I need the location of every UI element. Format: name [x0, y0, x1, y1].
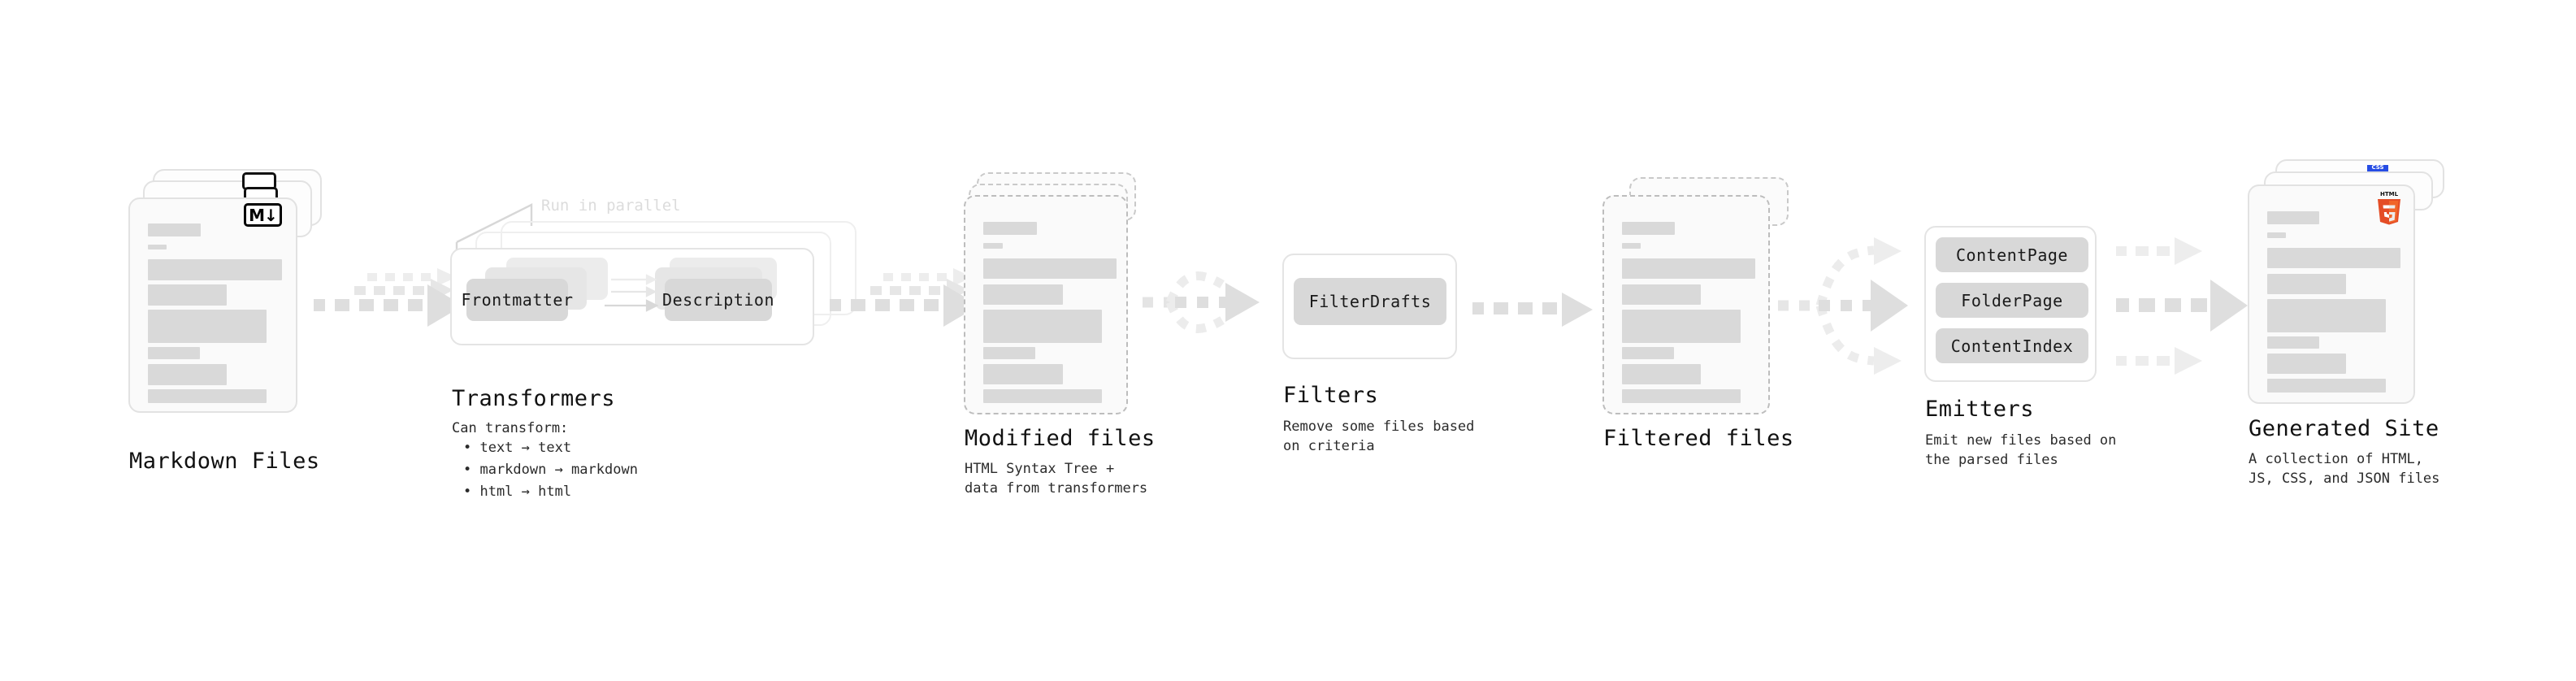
card-bar [2267, 354, 2346, 374]
modified-files-subtitle: HTML Syntax Tree + data from transformer… [965, 461, 1148, 497]
transformers-bullet-2: • html → html [463, 484, 572, 500]
card-bar [148, 223, 201, 236]
markdown-badge-icon: M↓ [244, 203, 282, 227]
emitters-title: Emitters [1925, 397, 2035, 422]
card-bar [983, 284, 1063, 305]
dashed-merge-arrow-icon [1143, 271, 1260, 333]
filtered-file-card [1602, 195, 1770, 414]
card-bar [1622, 222, 1675, 235]
card-bar [148, 245, 167, 249]
card-bar [148, 347, 200, 359]
dashed-arrow-icon [1472, 293, 1593, 327]
card-bar [983, 258, 1117, 279]
card-bar [2267, 379, 2386, 393]
transformer-chip-frontmatter[interactable]: Frontmatter [462, 279, 573, 321]
card-bar [1622, 284, 1701, 305]
css-badge-icon: CSS [2367, 165, 2388, 173]
card-bar [2267, 274, 2346, 294]
emitter-chip-contentindex[interactable]: ContentIndex [1936, 328, 2088, 363]
emitters-subtitle: Emit new files based on the parsed files [1925, 432, 2117, 469]
card-bar [983, 347, 1035, 359]
markdown-file-card [128, 197, 297, 413]
dashed-arrow-icon [830, 268, 979, 327]
card-bar [1622, 347, 1674, 359]
card-bar [148, 364, 227, 385]
modified-file-card [964, 195, 1128, 414]
card-bar [2267, 211, 2319, 224]
filtered-files-title: Filtered files [1603, 426, 1794, 451]
emitter-chip-contentpage[interactable]: ContentPage [1936, 237, 2088, 272]
card-bar [148, 259, 282, 280]
card-bar [148, 284, 227, 306]
card-bar [2267, 232, 2286, 238]
transformers-subtitle: Can transform: [452, 420, 569, 436]
filters-title: Filters [1283, 383, 1379, 408]
card-bar [983, 364, 1063, 384]
card-bar [1622, 258, 1755, 279]
card-bar [2267, 248, 2400, 268]
dashed-merge-arrow-icon [2116, 237, 2248, 375]
emitter-chip-folderpage[interactable]: FolderPage [1936, 283, 2088, 318]
svg-text:HTML: HTML [2380, 191, 2399, 197]
filter-chip-filterdrafts[interactable]: FilterDrafts [1294, 278, 1446, 325]
generated-site-card [2248, 184, 2415, 404]
card-bar [983, 389, 1102, 403]
transformer-inner-arrows [605, 274, 659, 312]
markdown-files-title: Markdown Files [129, 449, 320, 474]
card-bar [1622, 243, 1641, 249]
generated-site-title: Generated Site [2249, 416, 2439, 441]
generated-site-subtitle: A collection of HTML, JS, CSS, and JSON … [2249, 451, 2440, 488]
card-bar [2267, 336, 2319, 349]
card-bar [148, 389, 267, 403]
transformers-bullet-0: • text → text [463, 440, 572, 456]
card-bar [983, 222, 1037, 235]
card-bar [983, 310, 1102, 343]
card-bar [1622, 310, 1741, 343]
html5-logo-icon: HTML [2378, 191, 2400, 225]
transformers-title: Transformers [452, 386, 616, 411]
transformers-bullet-1: • markdown → markdown [463, 462, 638, 478]
dashed-split-arrow-icon [1778, 237, 1908, 375]
run-in-parallel-note: Run in parallel [541, 197, 681, 215]
dashed-arrow-icon [314, 268, 463, 327]
transformer-chip-description[interactable]: Description [662, 279, 774, 321]
filters-subtitle: Remove some files based on criteria [1283, 419, 1475, 455]
card-bar [983, 243, 1003, 249]
card-bar [2267, 299, 2386, 332]
card-bar [1622, 389, 1741, 403]
card-bar [1622, 364, 1701, 384]
modified-files-title: Modified files [965, 426, 1156, 451]
card-bar [148, 310, 267, 343]
